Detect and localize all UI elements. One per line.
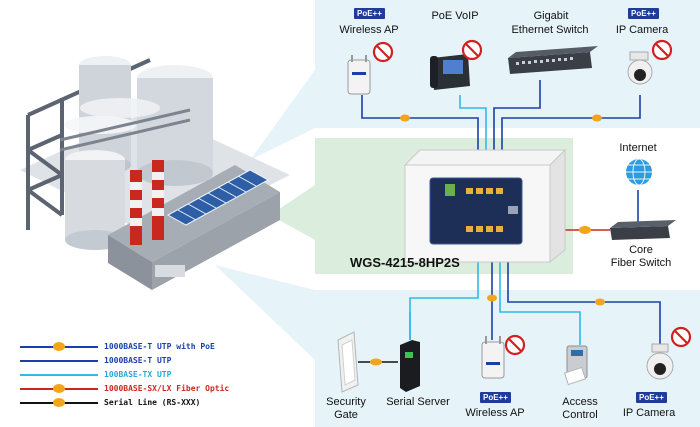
voip-label: PoE VoIP	[431, 10, 479, 22]
internet-globe-icon	[626, 158, 652, 186]
serial-server-icon	[400, 312, 420, 392]
bottom-panel	[315, 290, 700, 427]
core-switch-label-line1: Core	[629, 244, 653, 256]
ip-camera-top-label: IP Camera	[615, 24, 669, 36]
core-switch-icon	[610, 220, 676, 240]
security-gate-icon	[337, 331, 359, 393]
wireless-ap-top-badge: PoE++	[354, 8, 385, 19]
legend-item: Serial Line (RS-XXX)	[20, 396, 300, 409]
ip-camera-bottom-label: IP Camera	[622, 407, 676, 419]
voip-phone-icon	[430, 54, 470, 90]
wireless-ap-bottom-label: Wireless AP	[465, 407, 525, 419]
legend-item: 1000BASE-SX/LX Fiber Optic	[20, 382, 300, 395]
access-control-label-line2: Control	[562, 409, 598, 421]
callout-middle	[270, 185, 315, 240]
legend-item: 1000BASE-T UTP	[20, 354, 300, 367]
legend-label: Serial Line (RS-XXX)	[104, 398, 201, 407]
link-bottom-access	[499, 240, 581, 345]
gigabit-switch-icon	[508, 46, 598, 74]
legend-marker	[53, 384, 65, 393]
security-gate-label-line1: Security	[326, 396, 366, 408]
factory-illustration	[20, 56, 290, 290]
ip-camera-bottom-icon	[646, 343, 674, 380]
main-switch-icon	[429, 177, 523, 245]
main-switch-model: WGS-4215-8HP2S	[350, 255, 460, 270]
link-top-ap	[361, 95, 479, 160]
callout-bottom	[215, 265, 315, 360]
core-switch-label-line2: Fiber Switch	[610, 257, 672, 269]
wireless-ap-top-label: Wireless AP	[339, 24, 399, 36]
link-top-camera	[501, 95, 641, 160]
legend-item: 1000BASE-T UTP with PoE	[20, 340, 300, 353]
callout-top	[250, 70, 315, 160]
security-gate-label-line2: Gate	[334, 409, 358, 421]
ip-camera-top-icon	[627, 51, 653, 85]
gigabit-switch-label-line1: Gigabit	[533, 10, 569, 22]
legend-line-swatch	[20, 374, 98, 376]
legend-marker	[53, 398, 65, 407]
wireless-ap-bottom-icon	[481, 336, 505, 379]
internet-label: Internet	[619, 142, 657, 154]
link-top-voip	[459, 95, 487, 160]
legend-label: 1000BASE-T UTP with PoE	[104, 342, 215, 351]
access-control-icon	[563, 345, 588, 386]
link-bottom-camera	[507, 240, 661, 345]
ip-camera-bottom-badge: PoE++	[636, 392, 667, 403]
wireless-ap-bottom-badge: PoE++	[480, 392, 511, 403]
gigabit-switch-label-line2: Ethernet Switch	[511, 24, 589, 36]
wireless-ap-top-icon	[347, 55, 371, 95]
access-control-label-line1: Access	[562, 396, 598, 408]
legend-label: 1000BASE-SX/LX Fiber Optic	[104, 384, 230, 393]
legend-label: 1000BASE-T UTP	[104, 356, 172, 365]
legend-label: 100BASE-TX UTP	[104, 370, 172, 379]
ip-camera-top-badge: PoE++	[628, 8, 659, 19]
legend-marker	[53, 342, 65, 351]
serial-server-label: Serial Server	[386, 396, 450, 408]
legend-item: 100BASE-TX UTP	[20, 368, 300, 381]
link-top-switch	[493, 80, 541, 160]
no-power-badge-icons	[372, 39, 692, 356]
legend-line-swatch	[20, 360, 98, 362]
